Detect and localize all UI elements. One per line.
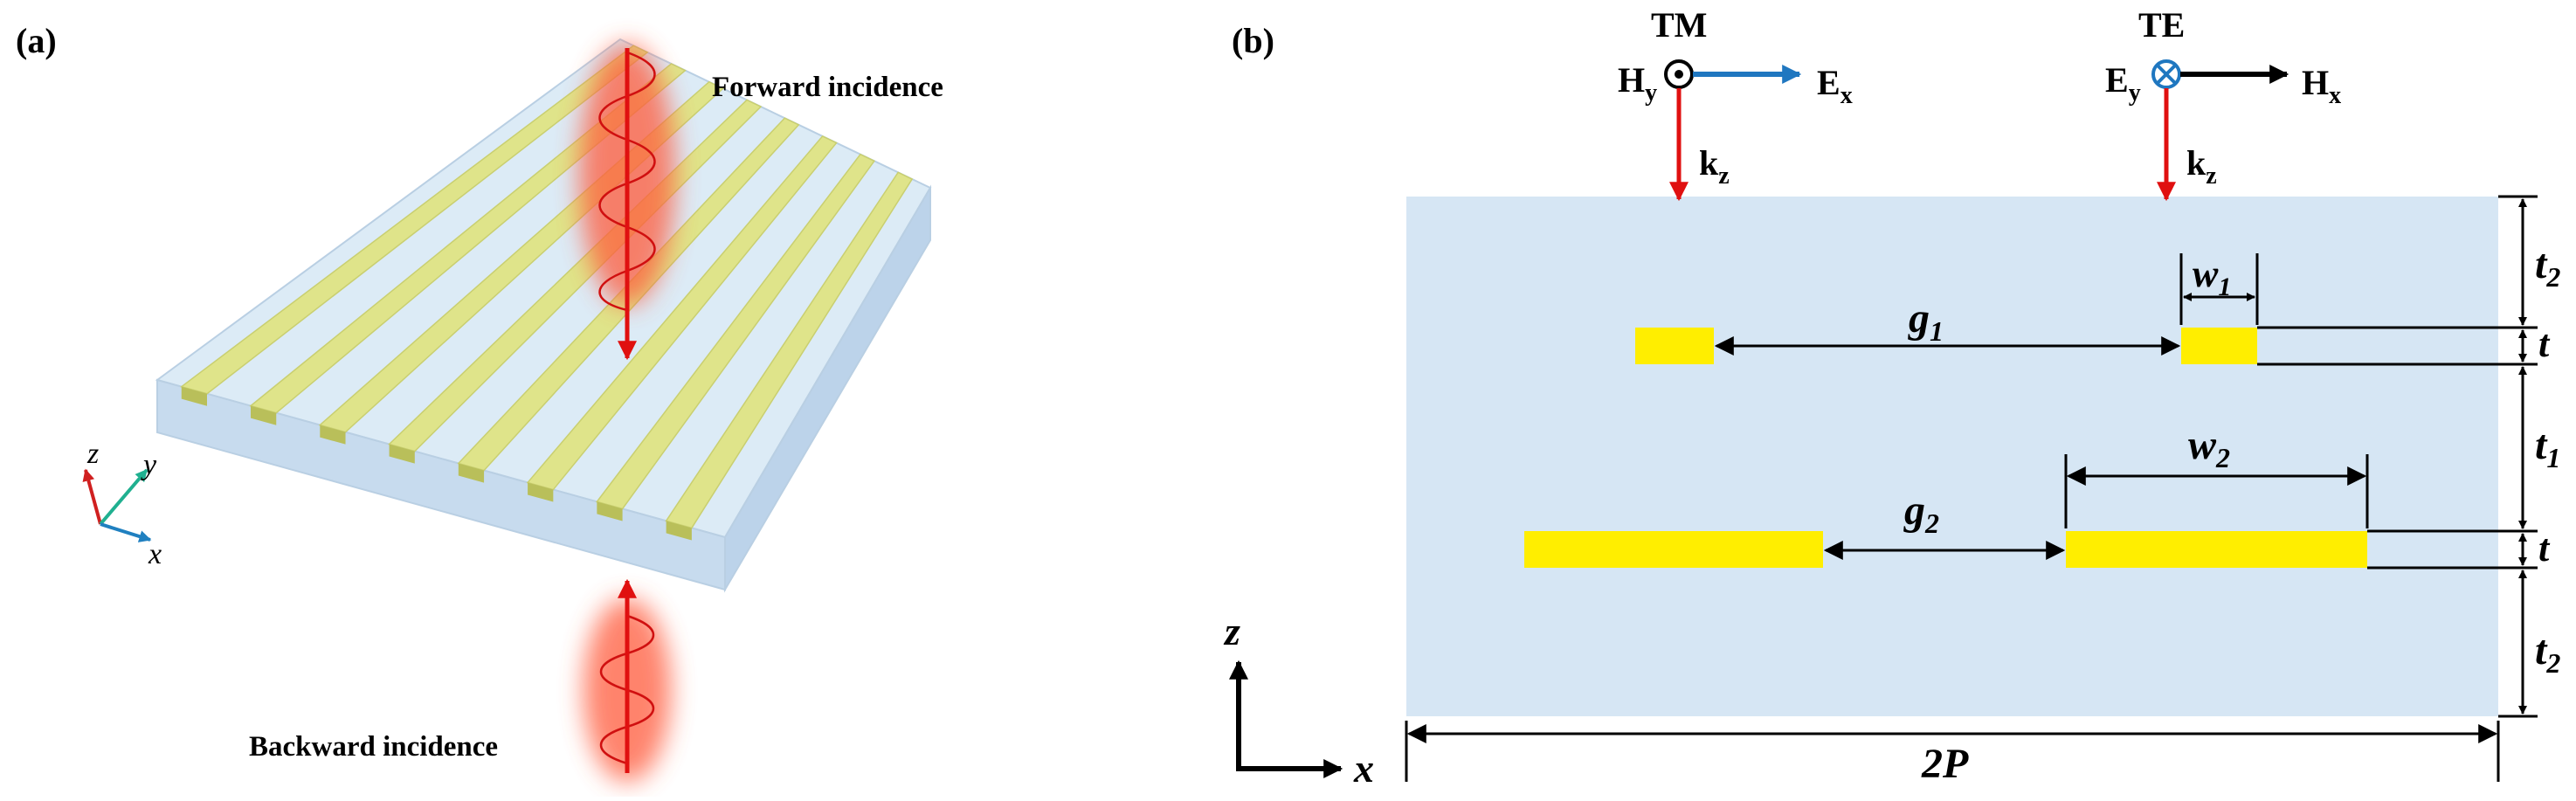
gold-strip-1a [1635,328,1714,364]
svg-text:Ex: Ex [1817,63,1853,109]
wire-end-face [666,521,692,541]
axis-x-label: x [148,538,162,570]
w2-label: w [2188,422,2217,468]
g2-label: g [1903,487,1925,534]
thickness-guides [2257,195,2538,718]
period-label: 2P [1921,741,1969,787]
backward-incidence-label: Backward incidence [249,731,498,763]
tm-h-label: H [1618,60,1645,100]
wire-strip [526,135,838,491]
substrate [1406,197,2498,716]
gold-strip-2b [2066,531,2367,568]
wire-strip [249,63,687,414]
wire-end-face [320,425,346,445]
panel-b-label: (b) [1232,21,1274,60]
wire-end-face [458,463,485,483]
svg-text:kz: kz [1699,143,1730,190]
svg-text:w1: w1 [2193,252,2231,301]
svg-text:g1: g1 [1908,295,1944,347]
wire-strip [596,153,876,510]
panel-a-label: (a) [16,21,57,60]
w1-label: w [2193,252,2219,295]
wire-end-face [528,482,554,502]
forward-incidence-label: Forward incidence [712,72,943,103]
axis-z-label-b: z [1223,609,1240,653]
gold-strip-1b [2181,328,2257,364]
te-source: TE Ey Hx kz [2105,5,2341,202]
t-top-label: t [2538,322,2551,365]
svg-text:Ey: Ey [2105,60,2141,107]
wire-end-face [181,386,207,406]
te-e-label: E [2105,60,2129,100]
tm-title: TM [1651,5,1707,45]
svg-text:t2: t2 [2535,241,2560,293]
panel-a: (a) Forward incidence Backward incidence… [16,21,943,782]
svg-text:kz: kz [2186,143,2217,190]
wire-strip [665,171,914,529]
t2-top-label: t [2535,241,2548,287]
gold-strip-2a [1524,531,1823,568]
t-bottom-label: t [2538,527,2551,570]
svg-text:t2: t2 [2535,627,2560,679]
te-k-label: k [2186,143,2207,183]
g1-label: g [1908,295,1930,342]
axis-z-label: z [86,438,99,470]
slab-side [724,184,931,593]
axis-y-label: y [141,449,157,481]
wire-end-face [389,444,415,464]
wire-strip [180,45,649,395]
tm-k-label: k [1699,143,1719,183]
svg-text:w2: w2 [2188,422,2230,473]
svg-text:Hx: Hx [2302,63,2341,109]
svg-text:g2: g2 [1903,487,1939,539]
t2-bottom-label: t [2535,627,2548,673]
axis-x-label-b: x [1353,746,1374,791]
panel-b: (b) TM Hy Ex kz TE [1223,5,2560,791]
forward-beam [579,44,675,361]
tm-e-label: E [1817,63,1840,102]
wire-end-face [251,405,277,425]
svg-text:Hy: Hy [1618,60,1657,107]
te-h-label: H [2302,63,2329,102]
te-title: TE [2138,5,2185,45]
panel-b-axes: z x [1223,609,1374,791]
tm-source: TM Hy Ex kz [1618,5,1853,202]
backward-beam [584,578,671,782]
panel-a-axes: z y x [82,438,162,570]
wire-end-face [597,501,623,521]
t1-label: t [2535,422,2548,468]
svg-text:t1: t1 [2535,422,2560,473]
